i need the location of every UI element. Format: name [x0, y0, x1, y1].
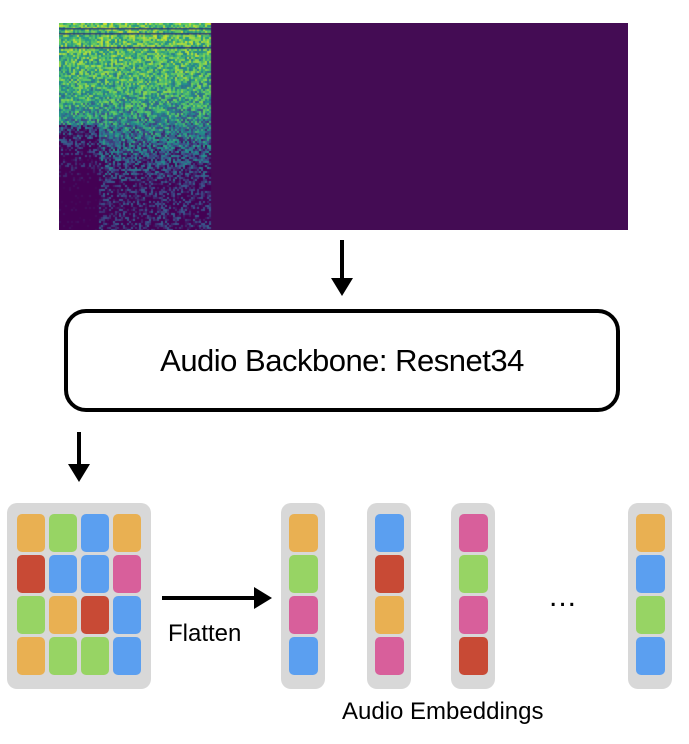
embedding-cell-green [289, 555, 318, 593]
spectrogram-canvas [59, 23, 628, 230]
arrow-head-icon [68, 464, 90, 482]
feature-cell-blue [81, 514, 109, 552]
feature-cell-green [49, 637, 77, 675]
embedding-cell-pink [459, 596, 488, 634]
embedding-column [451, 503, 495, 689]
backbone-label: Audio Backbone: Resnet34 [160, 342, 524, 378]
feature-cell-red [17, 555, 45, 593]
arrow-to-backbone [331, 240, 353, 296]
embedding-cell-green [459, 555, 488, 593]
arrow-to-feature-map [68, 432, 90, 482]
embeddings-label: Audio Embeddings [342, 698, 544, 725]
feature-cell-blue [113, 596, 141, 634]
embedding-cell-pink [289, 596, 318, 634]
feature-cell-red [81, 596, 109, 634]
flatten-arrow [162, 587, 272, 609]
embedding-cell-pink [459, 514, 488, 552]
feature-cell-green [81, 637, 109, 675]
feature-cell-pink [113, 555, 141, 593]
arrow-head-icon [254, 587, 272, 609]
backbone-box: Audio Backbone: Resnet34 [64, 309, 620, 412]
ellipsis: ... [549, 580, 578, 613]
embedding-cell-blue [289, 637, 318, 675]
feature-map-grid [7, 503, 151, 689]
embedding-cell-green [636, 596, 665, 634]
embedding-cell-red [459, 637, 488, 675]
embedding-cell-orange [375, 596, 404, 634]
embedding-column [281, 503, 325, 689]
feature-cell-orange [49, 596, 77, 634]
flatten-label: Flatten [168, 620, 242, 647]
feature-cell-orange [17, 637, 45, 675]
embedding-column [628, 503, 672, 689]
embedding-cell-blue [636, 555, 665, 593]
embedding-cell-orange [289, 514, 318, 552]
embedding-cell-blue [375, 514, 404, 552]
embedding-cell-orange [636, 514, 665, 552]
feature-cell-green [49, 514, 77, 552]
feature-cell-blue [113, 637, 141, 675]
embedding-cell-blue [636, 637, 665, 675]
spectrogram-image [59, 23, 628, 230]
arrow-head-icon [331, 278, 353, 296]
feature-cell-blue [49, 555, 77, 593]
feature-cell-orange [113, 514, 141, 552]
embedding-cell-red [375, 555, 404, 593]
embedding-cell-pink [375, 637, 404, 675]
feature-cell-orange [17, 514, 45, 552]
embedding-column [367, 503, 411, 689]
feature-cell-blue [81, 555, 109, 593]
feature-cell-green [17, 596, 45, 634]
